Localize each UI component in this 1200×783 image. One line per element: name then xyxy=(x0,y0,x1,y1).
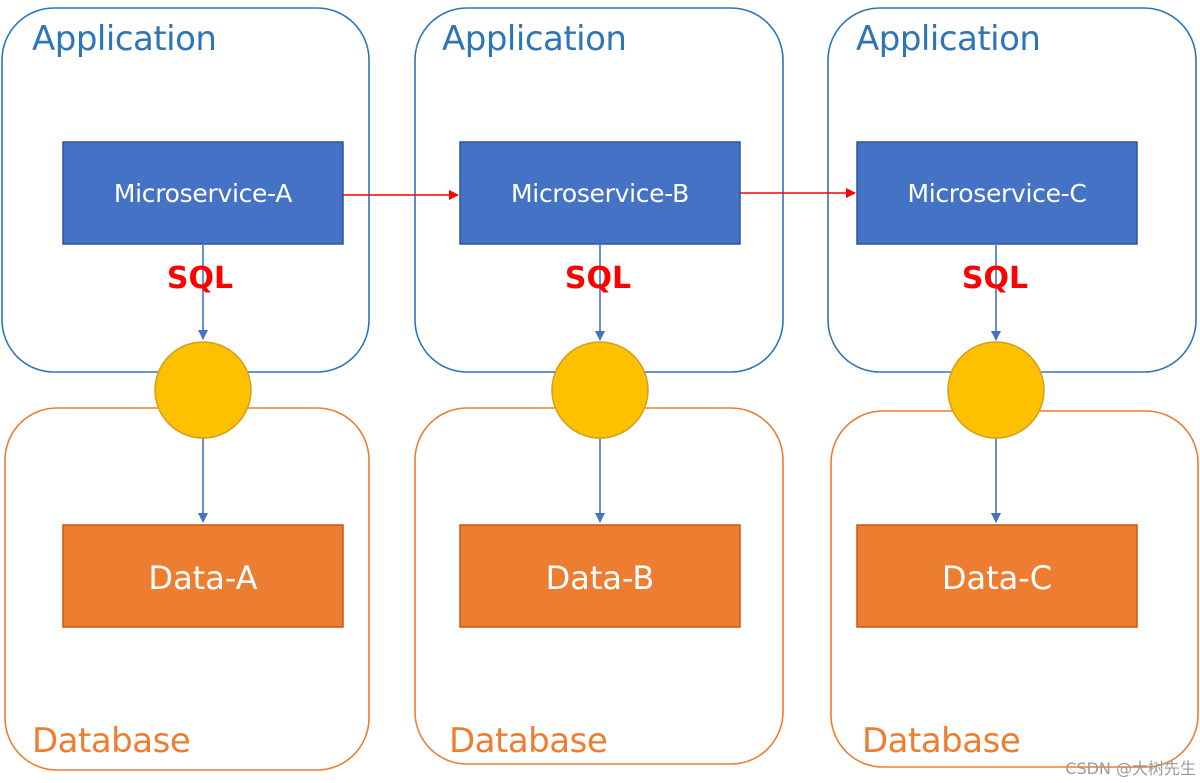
application-label-a: Application xyxy=(32,19,216,59)
database-label-c: Database xyxy=(862,721,1020,761)
data-node-c: Data-C xyxy=(856,524,1138,628)
database-label-b: Database xyxy=(449,721,607,761)
microservice-node-b: Microservice-B xyxy=(459,141,741,245)
data-box-a xyxy=(62,524,344,628)
data-label-c: Data-C xyxy=(942,559,1052,597)
data-label-b: Data-B xyxy=(546,559,655,597)
sql-label-c: SQL xyxy=(962,261,1028,296)
connector-nodes xyxy=(154,341,1045,439)
microservice-label-a: Microservice-A xyxy=(114,179,292,208)
application-label-c: Application xyxy=(856,19,1040,59)
microservice-box-a xyxy=(62,141,344,245)
data-label-a: Data-A xyxy=(148,559,257,597)
data-node-b: Data-B xyxy=(459,524,741,628)
database-label-a: Database xyxy=(32,721,190,761)
microservice-box-c xyxy=(856,141,1138,245)
microservice-box-b xyxy=(459,141,741,245)
data-box-b xyxy=(459,524,741,628)
sql-label-b: SQL xyxy=(565,261,631,296)
container-labels: Application Application Application Data… xyxy=(32,19,1041,761)
query-edges xyxy=(198,245,1001,523)
microservice-label-b: Microservice-B xyxy=(511,179,689,208)
data-box-c xyxy=(856,524,1138,628)
application-label-b: Application xyxy=(442,19,626,59)
service-call-edges xyxy=(343,188,856,200)
microservice-node-a: Microservice-A xyxy=(62,141,344,245)
data-nodes: Data-A Data-B Data-C xyxy=(62,524,1138,628)
connector-circle-b xyxy=(551,341,649,439)
microservice-label-c: Microservice-C xyxy=(907,179,1086,208)
watermark-text: CSDN @大树先生 xyxy=(1065,759,1196,778)
microservice-nodes: Microservice-A Microservice-B Microservi… xyxy=(62,141,1138,245)
connector-circle-c xyxy=(947,341,1045,439)
sql-labels: SQL SQL SQL xyxy=(167,261,1028,296)
data-node-a: Data-A xyxy=(62,524,344,628)
microservice-node-c: Microservice-C xyxy=(856,141,1138,245)
connector-circle-a xyxy=(154,341,252,439)
sql-label-a: SQL xyxy=(167,261,233,296)
